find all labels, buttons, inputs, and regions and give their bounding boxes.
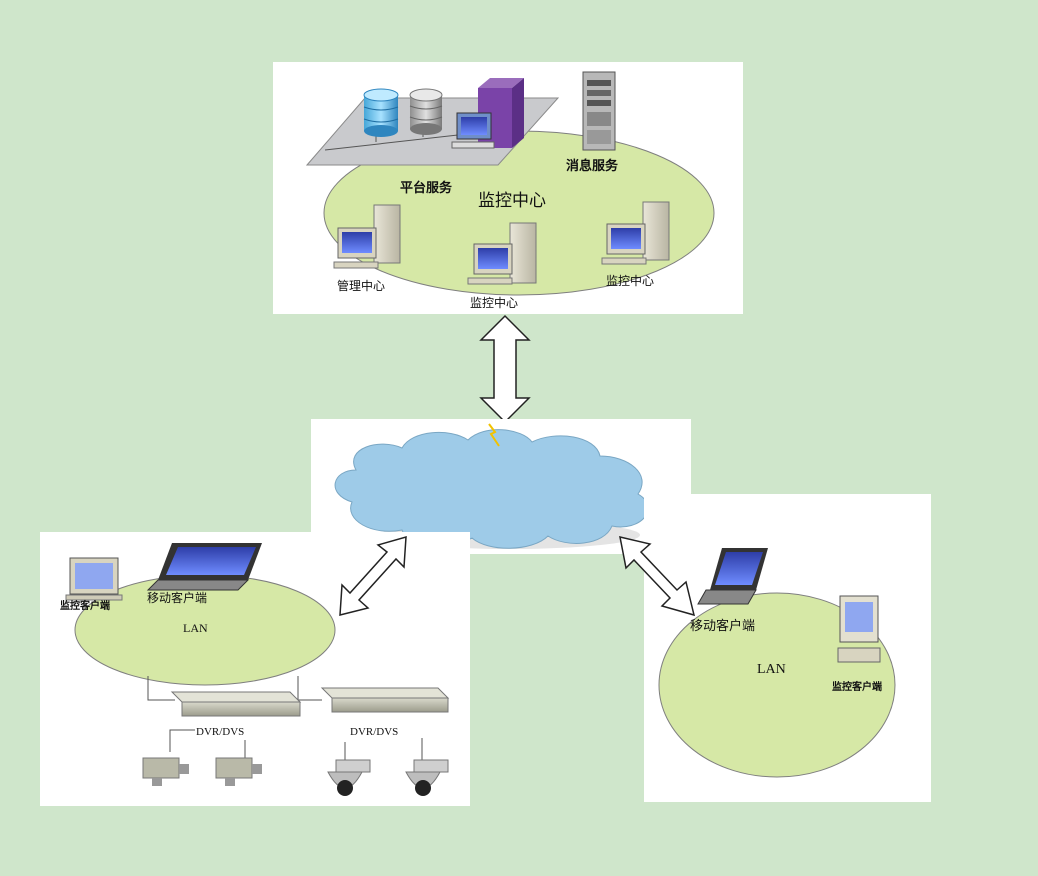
dvr-device-icon — [320, 687, 450, 713]
monitor-center-title: 监控中心 — [478, 191, 546, 211]
lan-label: LAN — [183, 621, 208, 635]
dvr-label: DVR/DVS — [196, 726, 244, 738]
monitor-center-label: 监控中心 — [470, 295, 518, 310]
dome-camera-icon — [405, 759, 449, 796]
mobile-client-label: 移动客户端 — [147, 590, 207, 605]
monitor-client-label: 监控客户端 — [832, 680, 882, 693]
box-camera-icon — [142, 757, 189, 786]
monitoring-center-panel: 平台服务 消息服务 监控中心 管理中心 监控中心 监控中心 — [273, 62, 743, 314]
right-lan-panel: 移动客户端 LAN 监控客户端 — [644, 494, 931, 802]
network-cloud-panel — [311, 419, 691, 554]
monitor-center-label: 监控中心 — [606, 273, 654, 288]
workstation-icon — [451, 112, 495, 149]
double-arrow-vertical-icon — [479, 314, 531, 424]
database-icon — [363, 88, 399, 137]
platform-service-label: 平台服务 — [400, 180, 453, 196]
monitor-client-pc-icon — [65, 557, 123, 601]
laptop-icon — [697, 548, 768, 605]
right-lan-ellipse — [658, 592, 896, 778]
storage-icon — [409, 88, 443, 135]
monitor-pc-icon — [467, 222, 537, 285]
lan-label: LAN — [757, 662, 786, 677]
double-arrow-right-icon — [619, 536, 696, 617]
management-pc-icon — [333, 204, 401, 269]
internet-cloud-icon — [334, 429, 649, 549]
mobile-client-label: 移动客户端 — [690, 618, 755, 634]
monitor-pc-icon — [601, 201, 670, 265]
dome-camera-icon — [327, 759, 371, 796]
dvr-device-icon — [170, 691, 302, 717]
left-lan-panel: 监控客户端 移动客户端 LAN DVR/DVS DVR/DVS — [40, 532, 470, 806]
monitor-client-pc-icon — [837, 595, 881, 663]
box-camera-icon — [215, 757, 262, 786]
dvr-label: DVR/DVS — [350, 726, 398, 738]
message-service-label: 消息服务 — [566, 158, 619, 174]
double-arrow-left-icon — [339, 535, 407, 616]
monitor-client-label: 监控客户端 — [60, 599, 110, 612]
laptop-icon — [146, 543, 262, 591]
lightning-icon — [488, 423, 500, 447]
management-center-label: 管理中心 — [337, 278, 385, 293]
message-server-icon — [582, 71, 616, 151]
